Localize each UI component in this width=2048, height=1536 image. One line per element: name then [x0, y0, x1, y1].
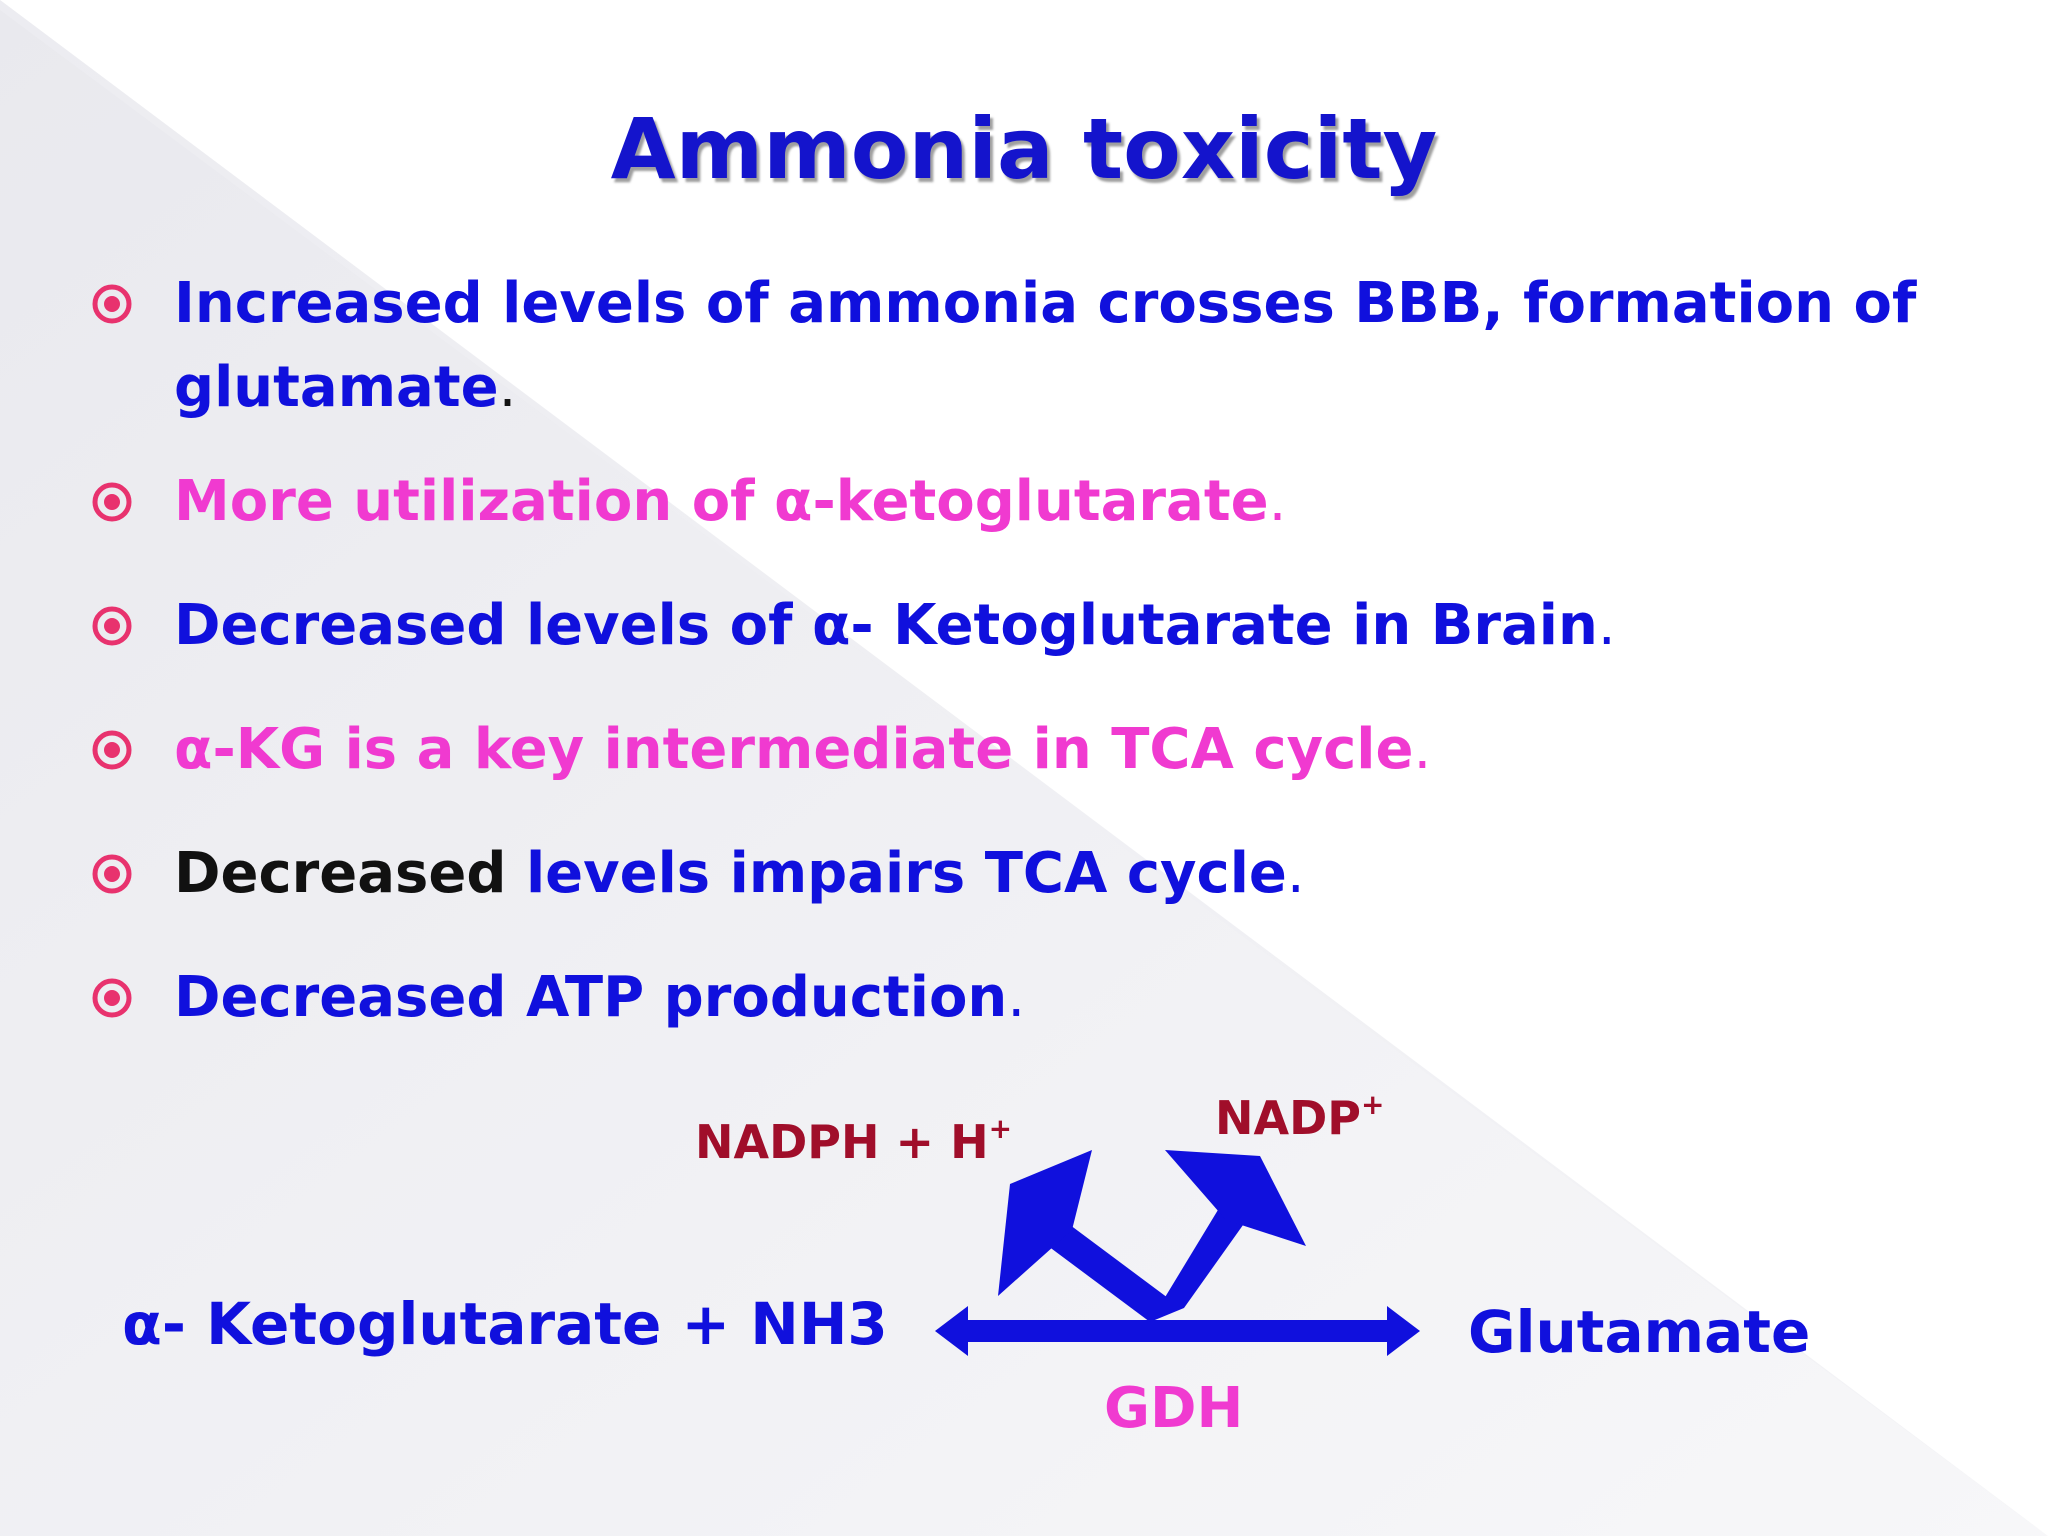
circled-dot-icon: [90, 584, 174, 668]
enzyme-label: GDH: [1104, 1376, 1244, 1441]
bullet-text: Increased levels of ammonia crosses BBB,…: [174, 262, 1990, 430]
bullet-text-part: levels impairs TCA cycle: [506, 841, 1287, 906]
bullet-text-part: .: [1286, 841, 1305, 906]
bullet-item: Increased levels of ammonia crosses BBB,…: [90, 262, 1990, 430]
bullet-item: More utilization of α-ketoglutarate.: [90, 460, 1990, 544]
cofactor-in-superscript: +: [988, 1112, 1013, 1145]
bullet-text-part: .: [1007, 965, 1026, 1030]
bullet-item: Decreased ATP production.: [90, 956, 1990, 1040]
bullet-text-part: .: [1597, 593, 1616, 658]
circled-dot-icon: [90, 262, 174, 346]
bullet-text-part: Decreased: [174, 841, 507, 906]
bullet-text-part: α-KG is a key intermediate in TCA cycle: [174, 717, 1414, 782]
bullet-item: Decreased levels of α- Ketoglutarate in …: [90, 584, 1990, 668]
bullet-text: More utilization of α-ketoglutarate.: [174, 460, 1990, 544]
product-label: Glutamate: [1468, 1298, 1811, 1366]
bullet-text-part: More utilization of α-ketoglutarate: [174, 469, 1269, 534]
cofactor-arrow: [998, 1150, 1306, 1322]
cofactor-in-label: NADPH + H+: [695, 1112, 1012, 1169]
bullet-text-part: .: [1268, 469, 1287, 534]
circled-dot-icon: [90, 708, 174, 792]
bullet-item: Decreased levels impairs TCA cycle.: [90, 832, 1990, 916]
circled-dot-icon: [90, 460, 174, 544]
bullet-text-part: .: [1413, 717, 1432, 782]
bullet-text: Decreased levels impairs TCA cycle.: [174, 832, 1990, 916]
circled-dot-icon: [90, 832, 174, 916]
bullet-list: Increased levels of ammonia crosses BBB,…: [90, 262, 1990, 1040]
reaction-arrow: [935, 1306, 1420, 1356]
bullet-text-part: Decreased ATP production: [174, 965, 1008, 1030]
bullet-text-part: Increased levels of ammonia crosses BBB,…: [174, 271, 1917, 420]
cofactor-out-text: NADP: [1215, 1091, 1361, 1145]
bullet-text: Decreased ATP production.: [174, 956, 1990, 1040]
bullet-item: α-KG is a key intermediate in TCA cycle.: [90, 708, 1990, 792]
bullet-text-part: .: [498, 355, 517, 420]
substrate-label: α- Ketoglutarate + NH3: [122, 1290, 888, 1358]
cofactor-out-superscript: +: [1361, 1088, 1385, 1121]
bullet-text: α-KG is a key intermediate in TCA cycle.: [174, 708, 1990, 792]
circled-dot-icon: [90, 956, 174, 1040]
bullet-text: Decreased levels of α- Ketoglutarate in …: [174, 584, 1990, 668]
bullet-text-part: Decreased levels of α- Ketoglutarate in …: [174, 593, 1598, 658]
cofactor-in-text: NADPH + H: [695, 1115, 989, 1169]
cofactor-out-label: NADP+: [1215, 1088, 1384, 1145]
slide-title: Ammonia toxicity: [610, 100, 1438, 198]
